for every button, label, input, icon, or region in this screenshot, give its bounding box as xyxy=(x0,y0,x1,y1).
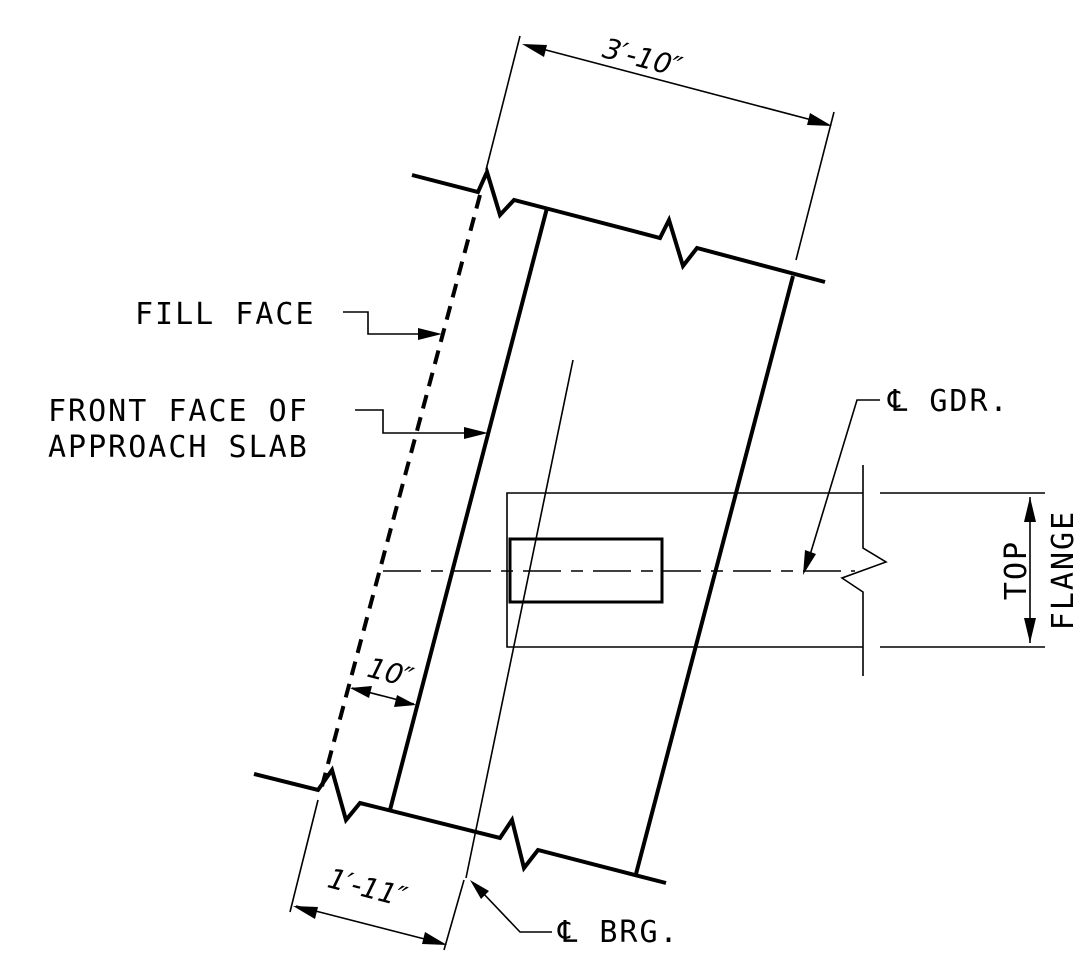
front-face-label-line2: APPROACH SLAB xyxy=(48,430,309,465)
bottom-dimension-text: 1′-11″ xyxy=(324,862,411,914)
cl-girder-leader xyxy=(809,399,880,556)
cl-bearing-label: ℄ BRG. xyxy=(557,915,680,950)
fill-face-line xyxy=(319,194,482,791)
flange-break xyxy=(840,465,888,676)
front-face-line xyxy=(388,207,549,811)
bottom-dim-arrow-right xyxy=(422,932,447,945)
bottom-dim-ext-right xyxy=(443,879,465,951)
top-flange-outline xyxy=(506,492,863,648)
bottom-break-line xyxy=(253,765,667,885)
offset-arrow-right xyxy=(394,695,416,707)
bottom-dim-arrow-left xyxy=(293,906,318,919)
top-dim-ext-left xyxy=(485,35,521,171)
back-face-line xyxy=(634,275,795,875)
front-face-label-line1: FRONT FACE OF xyxy=(48,394,309,429)
top-dim-line xyxy=(526,44,828,125)
cl-bearing-line xyxy=(465,359,574,879)
top-flange-label-line1: TOP xyxy=(999,540,1034,600)
cl-bearing-leader-arrow xyxy=(470,880,489,899)
top-flange-label-line2: FLANGE xyxy=(1046,510,1079,630)
top-dim-arrow-left xyxy=(522,44,547,57)
fill-face-leader xyxy=(343,311,420,335)
front-face-leader-arrow xyxy=(464,427,488,439)
fill-face-leader-arrow xyxy=(418,328,442,340)
offset-dimension-text: 10″ xyxy=(364,651,417,695)
fill-face-label: FILL FACE xyxy=(135,297,316,332)
front-face-leader xyxy=(355,409,466,434)
top-dim-ext-right xyxy=(795,111,835,261)
cl-girder-leader-arrow xyxy=(803,550,816,575)
top-break-line xyxy=(411,166,826,284)
cl-girder-label: ℄ GDR. xyxy=(887,384,1010,419)
flange-arrow-top xyxy=(1024,497,1036,522)
cl-bearing-leader xyxy=(481,891,552,933)
top-dim-arrow-right xyxy=(807,113,832,126)
bottom-dim-line xyxy=(295,905,445,945)
flange-arrow-bottom xyxy=(1024,618,1036,643)
bottom-dim-ext-left xyxy=(289,799,319,913)
offset-arrow-left xyxy=(350,686,372,698)
